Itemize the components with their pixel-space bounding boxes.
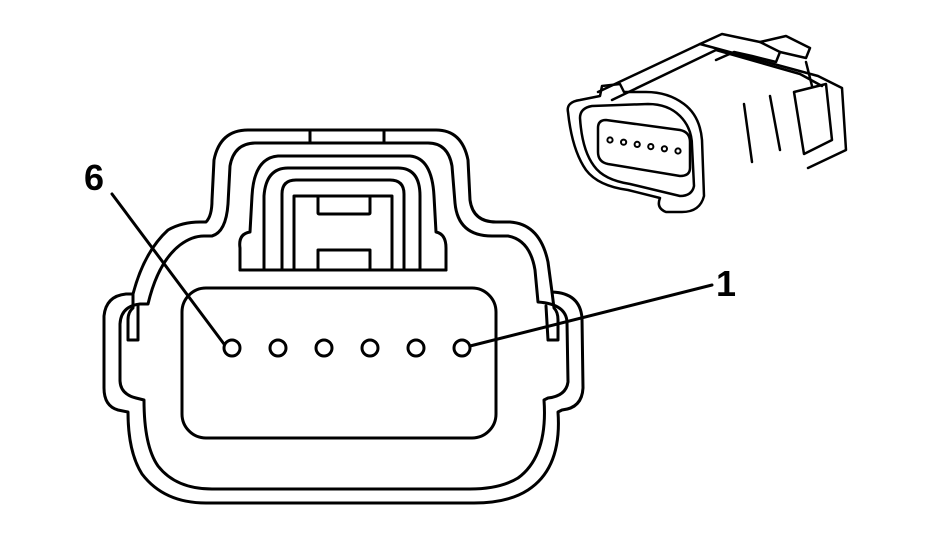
latch-inner-frame (292, 194, 394, 272)
iso-right-block (792, 82, 834, 156)
callout-label-pin-6: 6 (84, 157, 104, 198)
pin-3 (360, 338, 380, 358)
pin-5 (268, 338, 288, 358)
leader-line-pin-1 (468, 283, 714, 348)
side-tab-right (544, 290, 560, 342)
pin-4 (314, 338, 334, 358)
side-tab-left (126, 292, 140, 342)
housing-outer-outline (102, 128, 585, 505)
pin-1 (452, 338, 472, 358)
iso-side-ribs (742, 60, 814, 164)
callout-label-pin-1: 1 (716, 263, 736, 304)
connector-isometric-view (566, 32, 848, 214)
terminal-face (180, 286, 498, 440)
iso-pin-6 (606, 136, 614, 144)
latch-channel-inner (262, 166, 422, 272)
iso-pin-5 (620, 138, 628, 146)
latch-button (316, 194, 372, 216)
callout-leaders (110, 192, 714, 348)
iso-pin-2 (660, 145, 669, 153)
pin-2 (406, 338, 426, 358)
latch-body (280, 178, 406, 272)
latch-lower-block (316, 248, 372, 272)
iso-front-shroud-outer (566, 82, 706, 214)
iso-pin-4 (633, 140, 641, 148)
iso-terminal-face (596, 118, 692, 178)
iso-pin-row (606, 136, 682, 155)
latch-channel-outer (238, 154, 448, 272)
iso-front-shroud-inner (578, 102, 696, 198)
leader-line-pin-6 (110, 192, 226, 346)
iso-pin-1 (674, 147, 682, 155)
housing-inner-outline (118, 141, 570, 491)
iso-latch-top (698, 32, 782, 64)
pin-row (222, 338, 472, 358)
connector-face-view (102, 128, 585, 505)
pin-6 (222, 338, 242, 358)
iso-body-top (596, 42, 848, 170)
iso-pin-3 (647, 143, 655, 151)
iso-latch-side (758, 34, 812, 60)
